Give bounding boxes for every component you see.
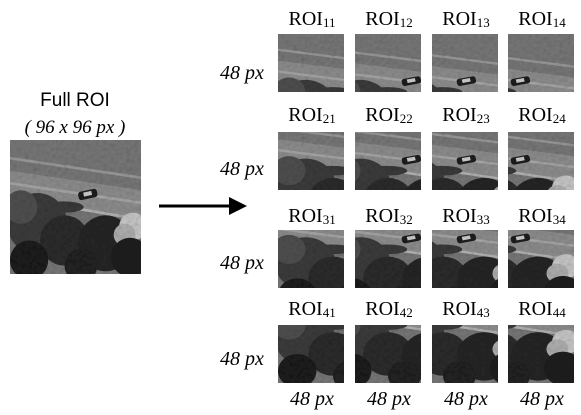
roi-label-33: ROI33 <box>442 205 490 227</box>
roi-tile-14 <box>508 34 574 92</box>
roi-label-24: ROI24 <box>518 104 566 126</box>
column-size-label: 48 px <box>520 388 564 410</box>
row-size-label: 48 px <box>220 348 264 370</box>
column-size-label: 48 px <box>367 388 411 410</box>
roi-label-22: ROI22 <box>365 104 413 126</box>
roi-tile-13 <box>432 34 498 92</box>
roi-tile-31 <box>278 230 344 288</box>
roi-tile-41 <box>278 325 344 383</box>
row-size-label: 48 px <box>220 62 264 84</box>
full-roi-title: Full ROI <box>40 90 110 111</box>
roi-tile-24 <box>508 132 574 190</box>
roi-tile-11 <box>278 34 344 92</box>
row-size-label: 48 px <box>220 252 264 274</box>
roi-tile-32 <box>355 230 421 288</box>
roi-tile-12 <box>355 34 421 92</box>
roi-label-34: ROI34 <box>518 205 566 227</box>
roi-label-43: ROI43 <box>442 298 490 320</box>
roi-tile-43 <box>432 325 498 383</box>
roi-label-21: ROI21 <box>288 104 336 126</box>
roi-label-13: ROI13 <box>442 8 490 30</box>
roi-label-44: ROI44 <box>518 298 566 320</box>
roi-label-32: ROI32 <box>365 205 413 227</box>
roi-label-14: ROI14 <box>518 8 566 30</box>
right-arrow-icon <box>157 194 249 218</box>
roi-tile-34 <box>508 230 574 288</box>
roi-tile-22 <box>355 132 421 190</box>
column-size-label: 48 px <box>444 388 488 410</box>
roi-label-11: ROI11 <box>288 8 336 30</box>
roi-label-31: ROI31 <box>288 205 336 227</box>
roi-label-42: ROI42 <box>365 298 413 320</box>
roi-tile-21 <box>278 132 344 190</box>
roi-label-12: ROI12 <box>365 8 413 30</box>
row-size-label: 48 px <box>220 158 264 180</box>
full-roi-size: ( 96 x 96 px ) <box>24 117 126 138</box>
roi-label-41: ROI41 <box>288 298 336 320</box>
roi-tile-23 <box>432 132 498 190</box>
roi-label-23: ROI23 <box>442 104 490 126</box>
roi-tile-44 <box>508 325 574 383</box>
column-size-label: 48 px <box>290 388 334 410</box>
roi-tile-42 <box>355 325 421 383</box>
roi-tile-33 <box>432 230 498 288</box>
